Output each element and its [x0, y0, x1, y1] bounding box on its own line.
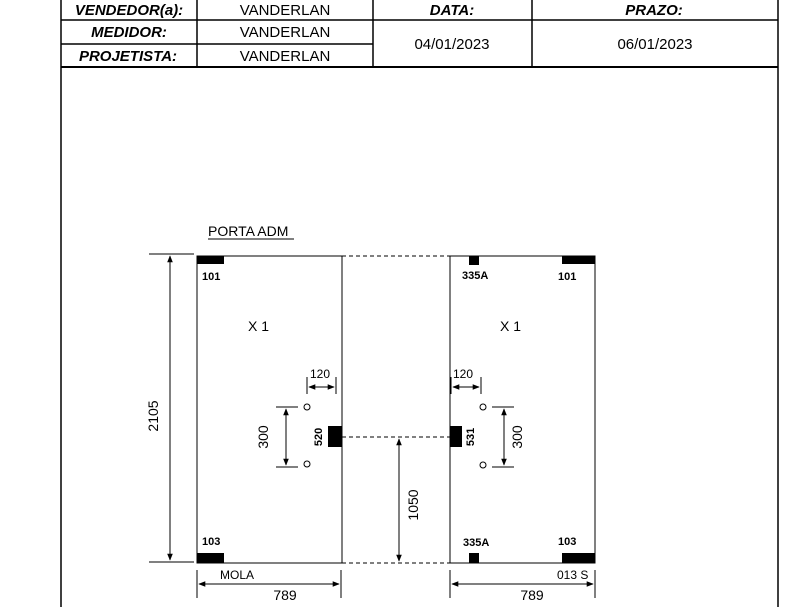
left-glass-panel — [196, 255, 343, 564]
drawing-title: PORTA ADM — [208, 223, 288, 239]
right-width-dimension — [449, 570, 596, 598]
vendedor-value: VANDERLAN — [240, 2, 331, 19]
left-bottom-note: MOLA — [220, 568, 254, 582]
left-width-label: 789 — [273, 587, 297, 603]
height-total-label: 2105 — [145, 400, 161, 431]
left-bottom-fitting-code: 103 — [202, 536, 220, 548]
left-hole-offset-dimension — [306, 377, 337, 394]
handle-height-label: 1050 — [405, 489, 421, 520]
right-bottom-note: 013 S — [557, 568, 588, 582]
right-hole-bottom — [479, 461, 487, 469]
right-quantity: X 1 — [500, 318, 521, 334]
left-hole-top — [303, 403, 311, 411]
left-hole-spacing-label: 300 — [255, 425, 271, 449]
height-dimension — [149, 253, 194, 563]
prazo-label: PRAZO: — [625, 2, 683, 19]
right-bottom-right-fitting — [562, 553, 595, 563]
left-hole-offset-label: 120 — [310, 367, 330, 381]
right-width-label: 789 — [520, 587, 544, 603]
left-top-fitting — [197, 256, 224, 264]
right-lock-fitting — [450, 426, 462, 447]
left-quantity: X 1 — [248, 318, 269, 334]
projetista-value: VANDERLAN — [240, 48, 331, 65]
right-top-right-code: 101 — [558, 271, 576, 283]
right-hole-offset-dimension — [450, 377, 482, 394]
prazo-value: 06/01/2023 — [617, 36, 692, 53]
projetista-label: PROJETISTA: — [79, 48, 177, 65]
right-bottom-right-code: 103 — [558, 536, 576, 548]
right-top-left-code: 335A — [462, 270, 488, 282]
left-width-dimension — [196, 570, 342, 598]
right-hole-offset-label: 120 — [453, 367, 473, 381]
right-top-left-fitting — [469, 256, 479, 265]
vendedor-label: VENDEDOR(a): — [75, 2, 183, 19]
right-hole-top — [479, 403, 487, 411]
right-bottom-left-code: 335A — [463, 537, 489, 549]
left-lock-code: 520 — [313, 428, 325, 446]
right-hole-spacing-dimension — [492, 406, 514, 468]
left-hole-spacing-dimension — [276, 406, 298, 468]
right-glass-panel — [449, 255, 596, 564]
medidor-label: MEDIDOR: — [91, 24, 167, 41]
left-top-fitting-code: 101 — [202, 271, 220, 283]
left-hole-bottom — [303, 460, 311, 468]
data-value: 04/01/2023 — [414, 36, 489, 53]
data-label: DATA: — [430, 2, 474, 19]
left-lock-fitting — [328, 426, 342, 447]
right-top-right-fitting — [562, 256, 595, 264]
right-hole-spacing-label: 300 — [509, 425, 525, 449]
right-lock-code: 531 — [465, 428, 477, 446]
medidor-value: VANDERLAN — [240, 24, 331, 41]
left-bottom-fitting — [197, 553, 224, 563]
header-table — [60, 0, 779, 607]
right-bottom-left-fitting — [469, 553, 479, 563]
alignment-dashed-lines — [342, 255, 450, 564]
